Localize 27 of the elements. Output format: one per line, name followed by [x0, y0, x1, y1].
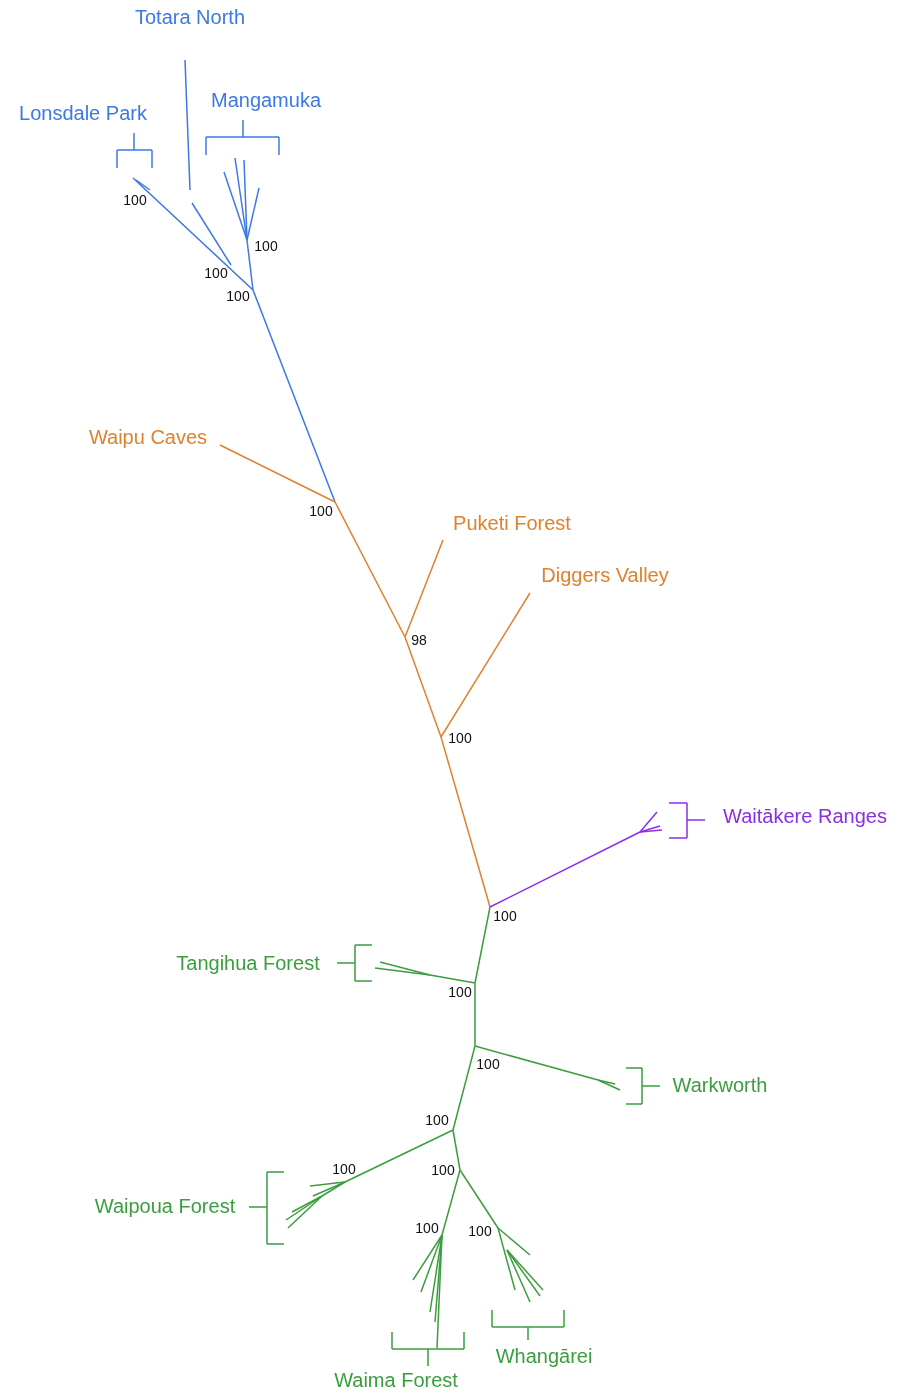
bootstrap-value: 98 [411, 631, 427, 649]
bootstrap-value: 100 [468, 1222, 492, 1240]
bootstrap-value: 100 [254, 237, 278, 255]
population-label: Waima Forest [334, 1368, 458, 1392]
bootstrap-value: 100 [204, 264, 228, 282]
bootstrap-value: 100 [415, 1219, 439, 1237]
bootstrap-value: 100 [448, 729, 472, 747]
bootstrap-value: 100 [476, 1055, 500, 1073]
bootstrap-value: 100 [123, 191, 147, 209]
bootstrap-value: 100 [425, 1111, 449, 1129]
population-label: Waipoua Forest [94, 1194, 236, 1218]
population-label: Mangamuka [210, 88, 322, 112]
population-label: Warkworth [672, 1073, 768, 1097]
bootstrap-value: 100 [431, 1161, 455, 1179]
bootstrap-value: 100 [309, 502, 333, 520]
population-label: Whangārei [495, 1344, 593, 1368]
population-label: Puketi Forest [453, 511, 571, 535]
bootstrap-value: 100 [332, 1160, 356, 1178]
bootstrap-value: 100 [493, 907, 517, 925]
population-label: Lonsdale Park [19, 101, 147, 125]
population-label: Waipu Caves [88, 425, 208, 449]
population-label: Diggers Valley [541, 563, 669, 587]
population-label: Tangihua Forest [176, 951, 320, 975]
population-label: Waitākere Ranges [723, 804, 887, 828]
bootstrap-value: 100 [448, 983, 472, 1001]
population-label: Totara North [134, 5, 246, 29]
bootstrap-value: 100 [226, 287, 250, 305]
